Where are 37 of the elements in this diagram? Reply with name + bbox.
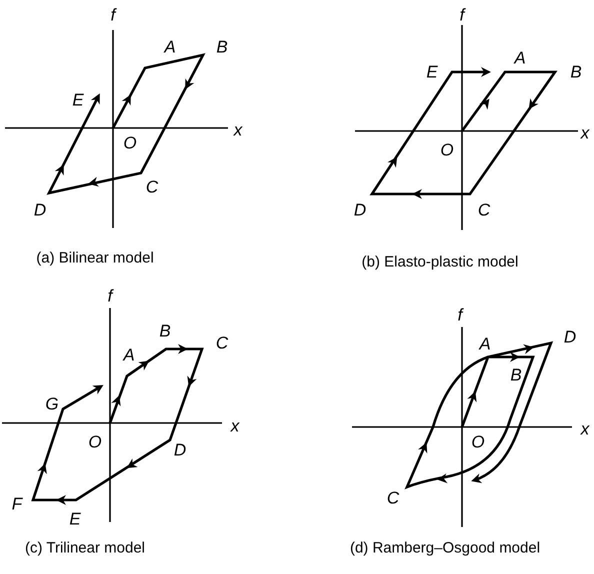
- panel-caption: (d) Ramberg–Osgood model: [350, 540, 540, 556]
- point-label: G: [45, 396, 59, 412]
- point-label: B: [159, 322, 171, 340]
- point-label: A: [123, 346, 135, 364]
- point-label: B: [570, 64, 582, 80]
- point-label: D: [564, 328, 576, 346]
- axis-label: x: [580, 420, 590, 438]
- point-label: E: [426, 64, 438, 80]
- axis-label: x: [580, 124, 590, 142]
- point-label: E: [69, 510, 81, 528]
- axis-label: f: [110, 6, 116, 24]
- panel-caption: (a) Bilinear model: [36, 250, 154, 266]
- axis-label: x: [234, 122, 242, 138]
- panel-caption: (b) Elasto-plastic model: [362, 254, 518, 270]
- point-label: A: [479, 336, 491, 352]
- point-label: A: [514, 50, 526, 66]
- point-label: B: [510, 366, 522, 384]
- axis-label: f: [108, 288, 112, 304]
- point-label: C: [216, 334, 228, 352]
- point-label: O: [88, 434, 102, 450]
- axis-label: f: [458, 306, 462, 324]
- point-label: D: [354, 202, 366, 218]
- point-label: D: [34, 202, 46, 218]
- panel-caption: (c) Trilinear model: [24, 540, 146, 556]
- point-label: O: [440, 142, 454, 158]
- point-label: O: [123, 134, 137, 152]
- point-label: D: [174, 442, 186, 458]
- axis-label: f: [460, 6, 464, 24]
- point-label: C: [146, 178, 158, 196]
- point-label: F: [12, 496, 22, 512]
- point-label: C: [478, 202, 490, 218]
- axis-label: x: [230, 418, 240, 434]
- point-label: O: [471, 434, 485, 450]
- point-label: A: [164, 38, 176, 56]
- point-label: C: [386, 490, 400, 506]
- point-label: B: [216, 38, 228, 56]
- point-label: E: [72, 92, 84, 108]
